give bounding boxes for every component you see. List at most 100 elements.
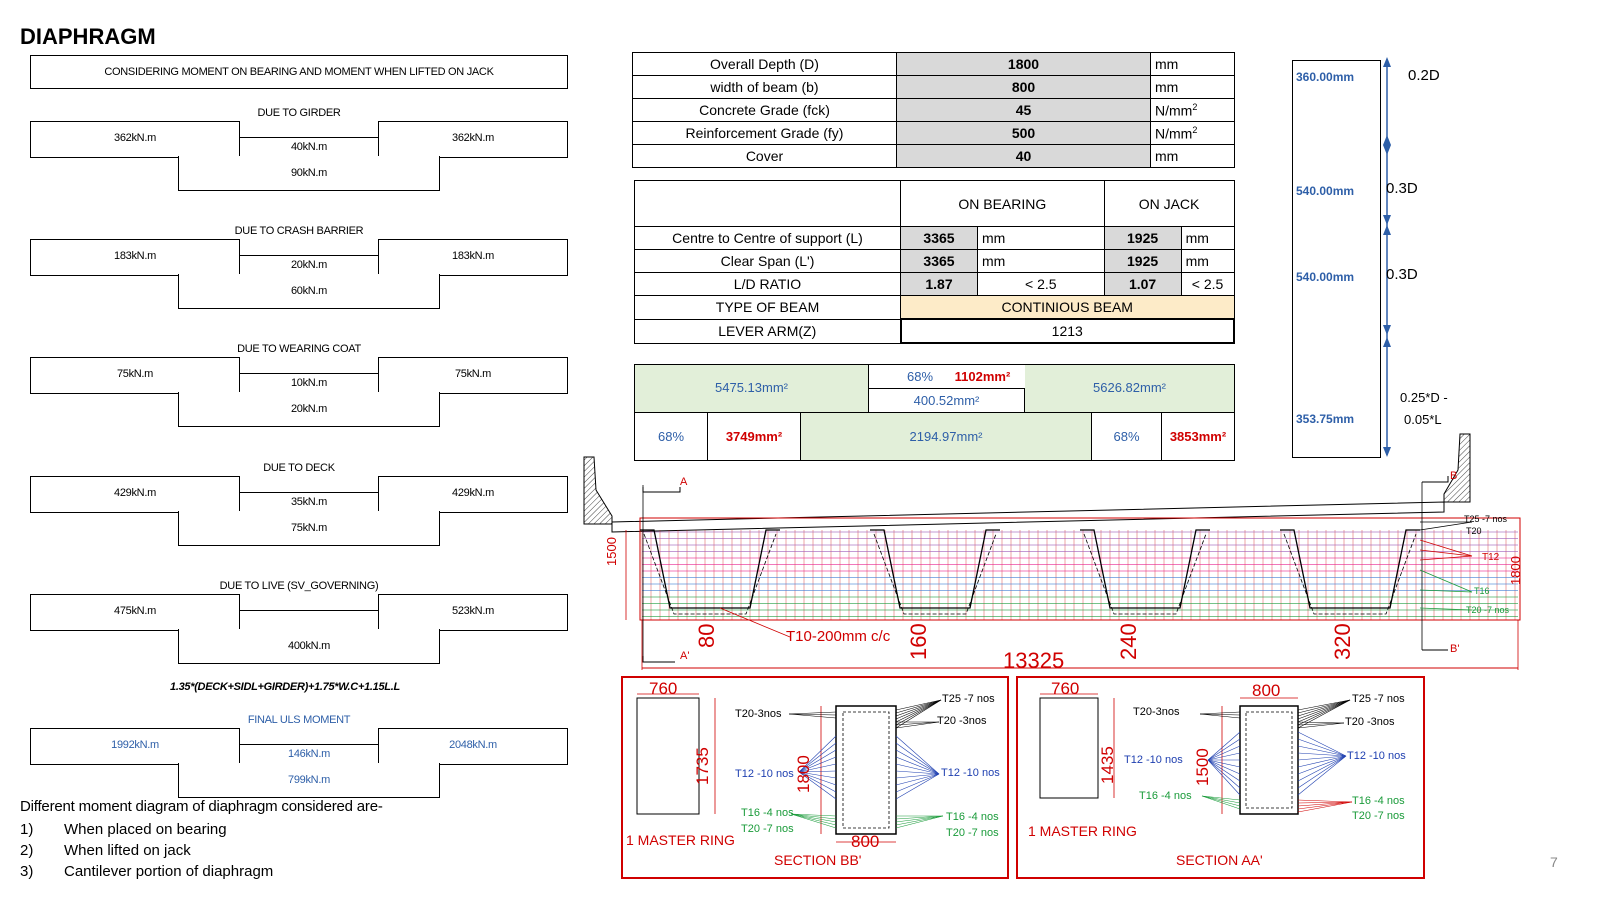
rebar-label: T25 -7 nos [1464,514,1508,524]
table-row: LEVER ARM(Z) 1213 [634,318,1235,344]
aa-r-t20-7: T20 -7 nos [1352,810,1405,822]
steel-top-mid: 68% 1102mm² [869,365,1025,389]
page-number: 7 [1550,854,1558,870]
diagram-bottom-block [178,156,440,191]
diagram-left-block [30,476,240,513]
table-row: TYPE OF BEAM CONTINIOUS BEAM [634,295,1235,320]
diagram-right-value: 429kN.m [452,487,494,499]
section-bb-panel [621,676,1009,879]
diagram-right-block [378,121,568,158]
aa-title: SECTION AA' [1176,852,1263,868]
steel-bot-pct1: 68% [635,413,708,460]
section-bb-drawing [636,693,944,843]
depth-ratio: 0.3D [1386,180,1418,197]
steel-bot-pct2: 68% [1092,413,1162,460]
diaphragm-outline [639,517,1521,621]
diagram-bottom-block [178,511,440,546]
page-title: DIAPHRAGM [20,24,156,49]
depth-value: 353.75mm [1296,412,1355,426]
bb-dim-760: 760 [649,679,678,698]
rebar-label: T16 [1474,586,1490,596]
bb-dim-1735: 1735 [693,747,712,785]
diagram-left-block [30,121,240,158]
depth-value: 540.00mm [1296,270,1355,284]
diagram-mid-value: 35kN.m [290,496,328,508]
diagram-left-value: 475kN.m [114,605,156,617]
steel-top-right: 5626.82mm² [1025,365,1234,413]
diagram-mid-line [240,137,378,138]
notes-list: 1)When placed on bearing 2)When lifted o… [20,819,273,882]
diagram-mid-value: 40kN.m [290,141,328,153]
diagram-title: DUE TO DECK [263,462,335,474]
diagram-mid-line [240,610,378,611]
diagram-right-value: 362kN.m [452,132,494,144]
section-mark-b [1422,476,1449,483]
diagram-bottom-value: 75kN.m [290,522,328,534]
bb-t12: T12 -10 nos [735,768,794,780]
section-label-a2: A' [680,650,690,662]
bb-ring-label: 1 MASTER RING [626,832,735,848]
bb-t20-7: T20 -7 nos [741,823,794,835]
rebar-label: T20 -7 nos [1466,605,1510,615]
rebar-leaders [1419,521,1473,611]
dim-1500: 1500 [604,537,619,566]
aa-ring-label: 1 MASTER RING [1028,823,1137,839]
aa-t12: T12 -10 nos [1124,754,1183,766]
section-mark-a [642,487,681,493]
rebar-label: T12 [1482,552,1500,563]
dim-160: 160 [906,623,931,660]
table-row: Centre to Centre of support (L) 3365 mm … [634,226,1235,250]
diagram-mid-line [240,373,378,374]
diagram-bottom-block [178,763,440,798]
section-label-b2: B' [1450,643,1460,655]
steel-bot-red1: 3749mm² [708,413,801,460]
dim-240: 240 [1116,623,1141,660]
note-item: 3)Cantilever portion of diaphragm [20,863,274,880]
diagram-bottom-block [178,392,440,427]
aa-r-t25: T25 -7 nos [1352,693,1405,705]
depth-arrows [1383,57,1391,457]
bb-r-t25: T25 -7 nos [942,693,995,705]
aa-r-t16: T16 -4 nos [1352,795,1405,807]
note-item: 2)When lifted on jack [20,842,191,859]
steel-top-mid-low: 400.52mm² [869,389,1025,413]
bb-title: SECTION BB' [774,852,862,868]
table-row: ON BEARING ON JACK [634,180,1235,227]
depth-ratio: 0.25*D - 0.05*L [1400,390,1448,427]
dim-1800: 1800 [1508,556,1523,585]
properties-table: Overall Depth (D) 1800 mm width of beam … [632,52,1235,168]
reinforcement-grid [641,530,1518,620]
uls-formula: 1.35*(DECK+SIDL+GIRDER)+1.75*W.C+1.15L.L [170,681,400,693]
diagram-mid-line [240,255,378,256]
aa-t16: T16 -4 nos [1139,790,1192,802]
section-aa-drawing [1039,693,1353,815]
diagram-right-value: 183kN.m [452,250,494,262]
bb-t16: T16 -4 nos [741,807,794,819]
steel-area-block: 5475.13mm² 68% 1102mm² 400.52mm² 5626.82… [634,364,1235,461]
steel-bot-red2: 3853mm² [1169,429,1227,444]
diagram-title: DUE TO CRASH BARRIER [234,225,364,237]
deck-slab [611,501,1445,533]
note-item: 1)When placed on bearing [20,821,227,838]
table-row: Concrete Grade (fck) 45 N/mm2 [632,98,1235,122]
diagram-left-value: 75kN.m [116,368,154,380]
depth-ratio: 0.2D [1408,67,1440,84]
diagram-bottom-value: 400kN.m [288,640,330,652]
aa-t20-3: T20-3nos [1133,706,1180,718]
diagram-left-block [30,239,240,276]
table-row: Cover 40 mm [632,144,1235,168]
diagram-bottom-value: 90kN.m [290,167,328,179]
diagram-title: DUE TO GIRDER [257,107,341,119]
depth-distribution-box [1292,60,1381,458]
aa-dim-760: 760 [1051,679,1080,698]
diagram-mid-value: 146kN.m [288,748,330,760]
diagram-title: DUE TO WEARING COAT [237,343,361,355]
dim-80: 80 [694,623,719,648]
header-box-label: CONSIDERING MOMENT ON BEARING AND MOMENT… [104,66,494,78]
diagram-bottom-block [178,274,440,309]
box-girders [640,529,1420,615]
table-row: Clear Span (L') 3365 mm 1925 mm [634,249,1235,273]
aa-r-t12: T12 -10 nos [1347,750,1406,762]
diagram-left-value: 1992kN.m [111,739,159,751]
diagram-right-value: 75kN.m [454,368,492,380]
